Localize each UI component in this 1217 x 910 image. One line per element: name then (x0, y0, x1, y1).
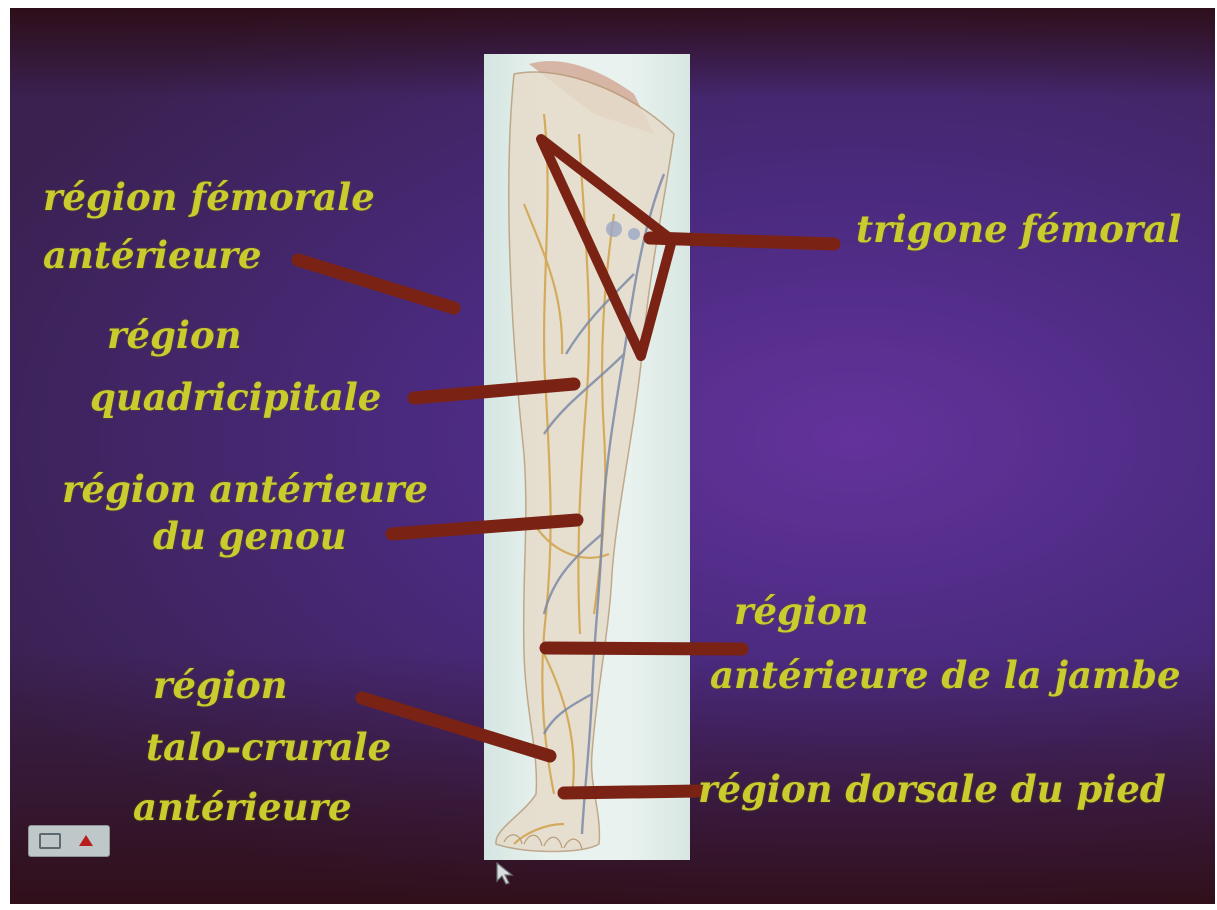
pointer-line-femorale (298, 260, 454, 308)
mouse-cursor-icon (496, 862, 514, 886)
slide: région fémorale antérieure région quadri… (10, 8, 1215, 904)
pointer-line-genou (392, 520, 577, 534)
label-quadricipitale-line2: quadricipitale (90, 376, 381, 418)
trigone-triangle (541, 139, 672, 356)
label-talo-line1: région (153, 664, 288, 706)
label-femorale-line2: antérieure (43, 234, 262, 276)
label-quadricipitale-line1: région (107, 314, 242, 356)
pointer-line-jambe (546, 648, 742, 649)
presentation-control-button[interactable] (28, 825, 110, 857)
label-pied: région dorsale du pied (698, 768, 1166, 810)
pointer-line-pied (564, 791, 698, 793)
label-genou-line1: région antérieure (62, 468, 428, 510)
label-talo-line2: talo-crurale (146, 726, 391, 768)
label-genou-line2: du genou (153, 515, 347, 557)
label-jambe-line2: antérieure de la jambe (710, 654, 1181, 696)
pointer-line-trigone (650, 238, 834, 244)
triangle-up-icon (79, 835, 93, 846)
pointer-line-quadricipitale (414, 384, 574, 398)
label-jambe-line1: région (734, 590, 869, 632)
label-trigone: trigone fémoral (856, 208, 1181, 250)
label-talo-line3: antérieure (133, 786, 352, 828)
label-femorale-line1: région fémorale (43, 176, 375, 218)
presentation-icon (39, 833, 61, 849)
